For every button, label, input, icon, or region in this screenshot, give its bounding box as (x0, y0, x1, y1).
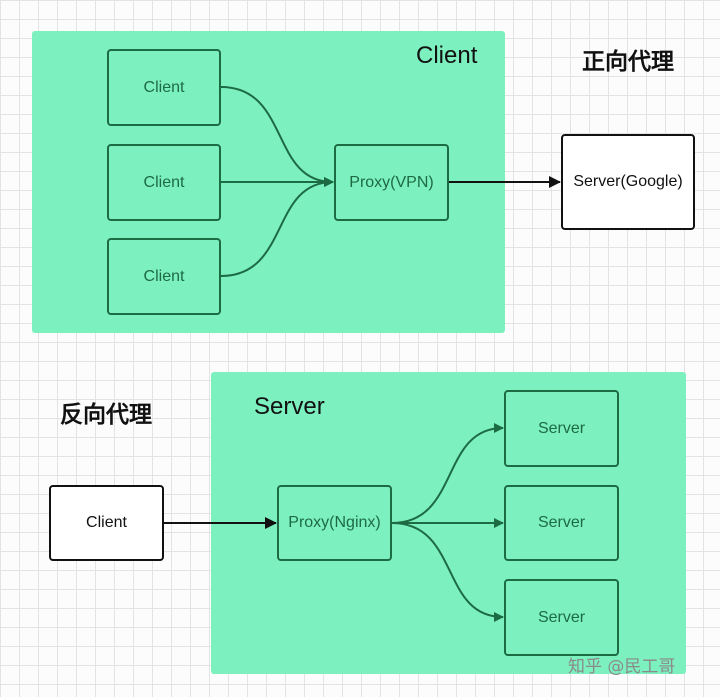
reverse-server-node-3: Server (504, 579, 619, 656)
edge-client1-to-proxy (220, 86, 334, 187)
edge-nginx-to-server3 (391, 522, 504, 622)
forward-client-node-2: Client (107, 144, 221, 221)
forward-server-node: Server(Google) (561, 134, 695, 230)
reverse-server-node-2: Server (504, 485, 619, 561)
reverse-proxy-node: Proxy(Nginx) (277, 485, 392, 561)
forward-region-label: Client (416, 42, 478, 69)
edge-client3-to-proxy (220, 177, 334, 277)
forward-client-node-3: Client (107, 238, 221, 315)
watermark: 知乎 @民工哥 (568, 657, 676, 677)
forward-proxy-title: 正向代理 (582, 49, 674, 75)
forward-client-node-1: Client (107, 49, 221, 126)
reverse-proxy-title: 反向代理 (60, 402, 152, 428)
reverse-server-node-1: Server (504, 390, 619, 467)
reverse-region-label: Server (254, 393, 325, 420)
forward-proxy-node: Proxy(VPN) (334, 144, 449, 221)
reverse-client-node: Client (49, 485, 164, 561)
edge-nginx-to-server1 (391, 423, 504, 524)
